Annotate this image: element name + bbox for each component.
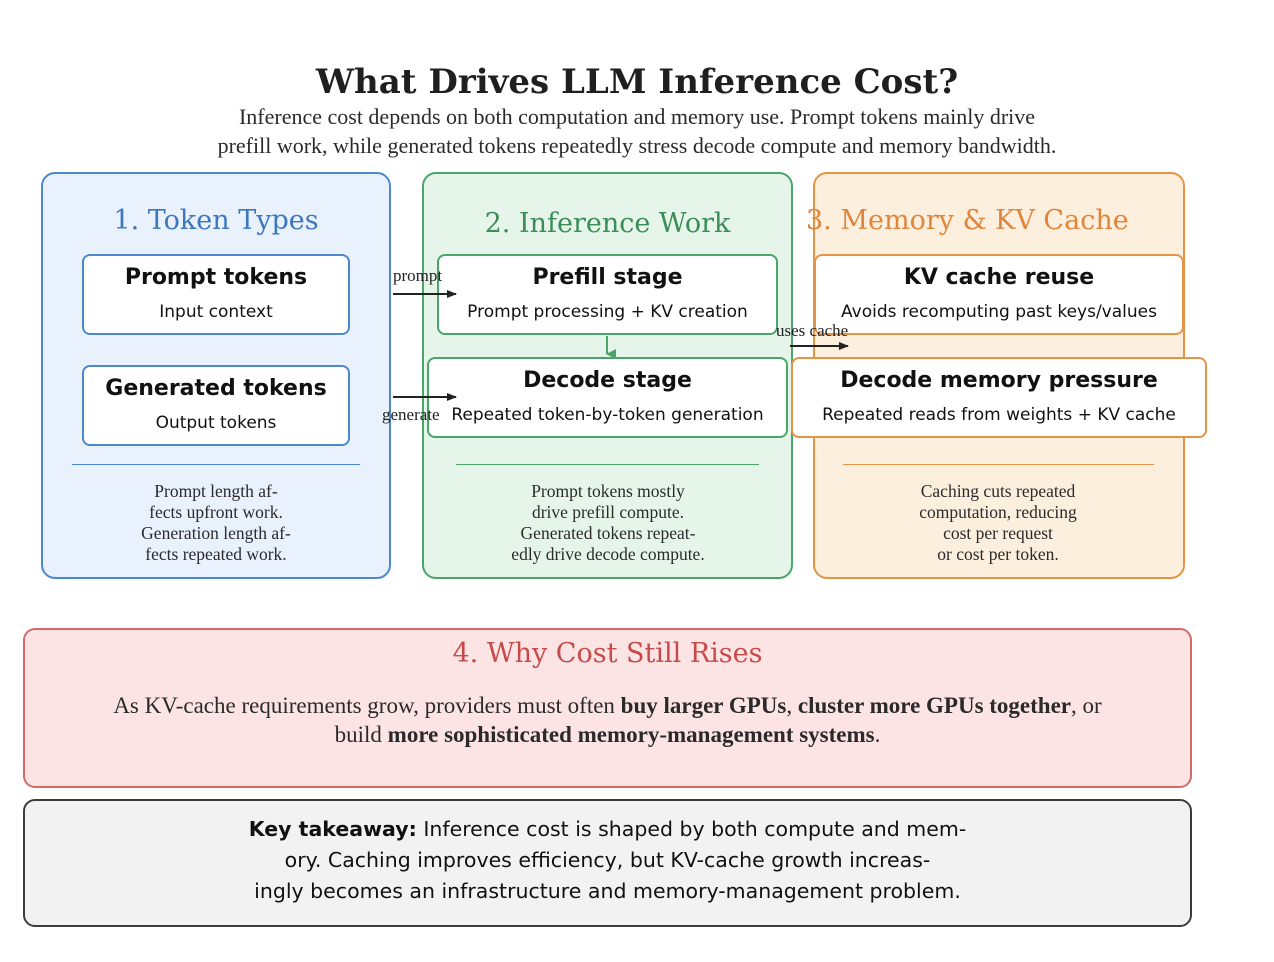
decode-memory-pressure-box: Decode memory pressure Repeated reads fr…	[791, 357, 1207, 438]
generated-tokens-subtitle: Output tokens	[155, 413, 277, 433]
why-segment: , or build	[334, 693, 1102, 747]
why-segment-bold: buy larger GPUs	[620, 693, 787, 718]
inference-work-title: 2. Inference Work	[484, 208, 731, 239]
takeaway-text: Inference cost is shaped by both compute…	[416, 817, 967, 841]
note-line: Prompt tokens mostly	[531, 481, 685, 501]
decode-stage-subtitle: Repeated token-by-token generation	[451, 405, 764, 425]
why-segment-bold: cluster more GPUs together	[797, 693, 1072, 718]
why-cost-rises-title: 4. Why Cost Still Rises	[452, 638, 763, 669]
note-line: computation, reducing	[919, 502, 1077, 522]
note-line: Generation length af-	[141, 523, 291, 543]
decode-stage-title: Decode stage	[523, 368, 692, 393]
takeaway-line: ingly becomes an infrastructure and memo…	[254, 879, 961, 903]
note-line: edly drive decode compute.	[511, 544, 705, 564]
key-takeaway-body: Key takeaway: Inference cost is shaped b…	[200, 814, 1015, 907]
kv-cache-reuse-subtitle: Avoids recomputing past keys/values	[841, 302, 1157, 322]
generated-tokens-title: Generated tokens	[105, 376, 327, 401]
note-line: Prompt length af-	[154, 481, 278, 501]
note-line: Generated tokens repeat-	[520, 523, 696, 543]
why-segment: .	[874, 722, 881, 747]
prompt-tokens-title: Prompt tokens	[124, 265, 308, 290]
generated-tokens-box: Generated tokens Output tokens	[82, 365, 350, 446]
takeaway-label: Key takeaway:	[248, 817, 417, 841]
why-cost-rises-body: As KV-cache requirements grow, providers…	[110, 691, 1105, 749]
prefill-stage-box: Prefill stage Prompt processing + KV cre…	[437, 254, 778, 335]
takeaway-line: ory. Caching improves efficiency, but KV…	[284, 848, 931, 872]
uses-cache-edge-label: uses cache	[776, 321, 849, 340]
token-types-divider	[72, 464, 360, 465]
memory-kv-divider	[843, 464, 1154, 465]
prompt-edge-label: prompt	[393, 266, 443, 285]
why-segment: As KV-cache requirements grow, providers…	[113, 693, 621, 718]
memory-kv-note: Caching cuts repeated computation, reduc…	[852, 481, 1144, 565]
takeaway-line: Key takeaway: Inference cost is shaped b…	[200, 814, 1015, 845]
note-line: fects repeated work.	[145, 544, 287, 564]
token-types-note: Prompt length af- fects upfront work. Ge…	[90, 481, 342, 565]
subtitle-line: prefill work, while generated tokens rep…	[217, 133, 1057, 158]
decode-memory-pressure-title: Decode memory pressure	[840, 368, 1158, 393]
memory-kv-cache-title: 3. Memory & KV Cache	[806, 205, 1129, 236]
note-line: cost per request	[943, 523, 1053, 543]
diagram-title: What Drives LLM Inference Cost?	[315, 62, 959, 102]
key-takeaway-panel	[23, 799, 1192, 927]
generate-edge-label: generate	[382, 405, 440, 424]
decode-memory-pressure-subtitle: Repeated reads from weights + KV cache	[822, 405, 1176, 425]
note-line: Caching cuts repeated	[920, 481, 1076, 501]
subtitle-line: Inference cost depends on both computati…	[238, 104, 1036, 129]
why-segment: ,	[786, 693, 798, 718]
diagram-subtitle: Inference cost depends on both computati…	[100, 102, 1174, 160]
note-line: or cost per token.	[937, 544, 1059, 564]
inference-work-divider	[456, 464, 759, 465]
kv-cache-reuse-title: KV cache reuse	[903, 265, 1095, 290]
note-line: drive prefill compute.	[531, 502, 685, 522]
note-line: fects upfront work.	[149, 502, 283, 522]
token-types-title: 1. Token Types	[113, 205, 319, 236]
prompt-tokens-subtitle: Input context	[159, 302, 273, 322]
prefill-stage-subtitle: Prompt processing + KV creation	[467, 302, 748, 322]
prompt-tokens-box: Prompt tokens Input context	[82, 254, 350, 335]
prefill-stage-title: Prefill stage	[532, 265, 683, 290]
inference-work-note: Prompt tokens mostly drive prefill compu…	[462, 481, 754, 565]
why-segment-bold: more sophisticated memory-management sys…	[387, 722, 875, 747]
kv-cache-reuse-box: KV cache reuse Avoids recomputing past k…	[814, 254, 1184, 335]
why-cost-rises-panel	[23, 628, 1192, 788]
decode-stage-box: Decode stage Repeated token-by-token gen…	[427, 357, 788, 438]
